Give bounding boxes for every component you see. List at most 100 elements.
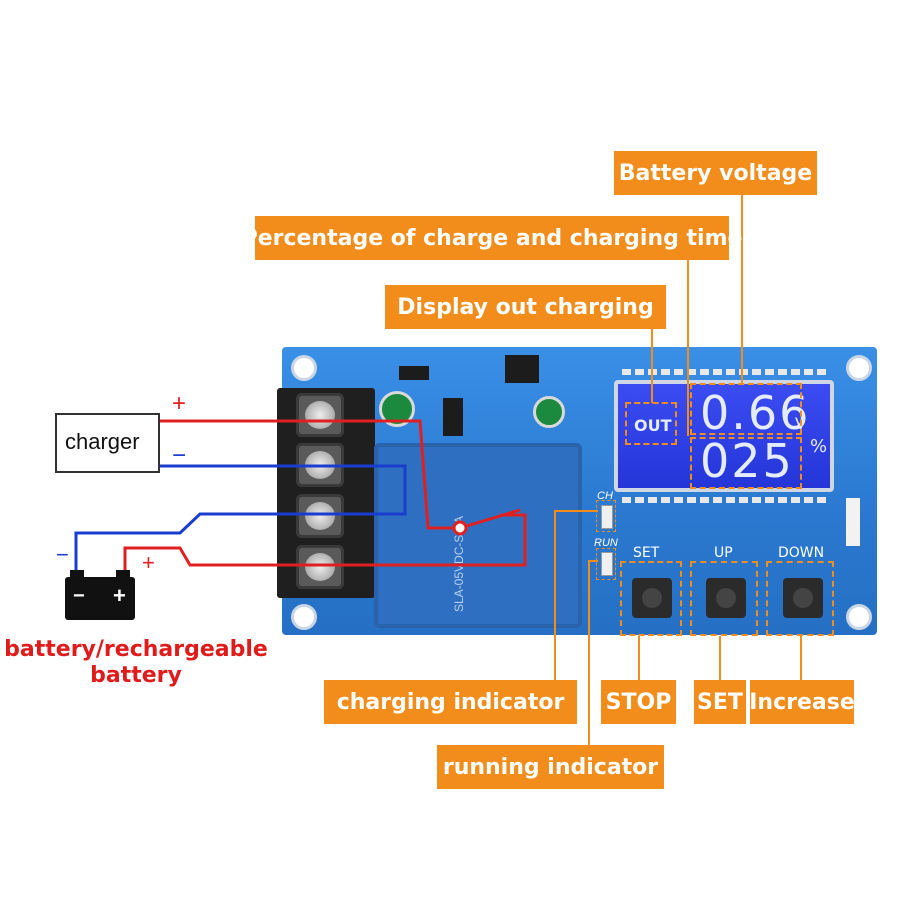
charger-label: charger bbox=[65, 429, 140, 454]
highlight-stop-button bbox=[620, 561, 682, 636]
set-button[interactable] bbox=[706, 578, 746, 618]
battery-minus-sign: − bbox=[56, 542, 69, 567]
stop-button[interactable] bbox=[632, 578, 672, 618]
lcd-pin bbox=[648, 497, 657, 503]
lcd-pin bbox=[687, 497, 696, 503]
battery-terminal-icon bbox=[70, 570, 84, 578]
leader-charging-indicator-h bbox=[554, 510, 598, 512]
mount-hole bbox=[846, 604, 872, 630]
lcd-pin bbox=[700, 497, 709, 503]
highlight-running-led bbox=[596, 548, 616, 580]
lcd-pin bbox=[713, 497, 722, 503]
lcd-pin bbox=[674, 497, 683, 503]
board-label-down: DOWN bbox=[778, 545, 825, 561]
leader-battery-voltage bbox=[741, 194, 743, 385]
highlight-set-button bbox=[690, 561, 758, 636]
callout-battery-voltage: Battery voltage bbox=[614, 151, 817, 195]
diode-d3 bbox=[399, 366, 429, 380]
lcd-pin bbox=[726, 497, 735, 503]
callout-display-out: Display out charging bbox=[385, 285, 666, 329]
white-header bbox=[846, 498, 860, 546]
leader-percentage bbox=[687, 259, 689, 436]
lcd-pin bbox=[804, 497, 813, 503]
capacitor bbox=[533, 396, 565, 428]
highlight-increase-button bbox=[766, 561, 834, 636]
leader-running-indicator-h bbox=[588, 560, 598, 562]
relay-contact bbox=[452, 520, 468, 536]
led-running bbox=[601, 552, 613, 576]
lcd-out-indicator: OUT bbox=[634, 416, 672, 435]
relay-contact-wire bbox=[123, 513, 527, 572]
lcd-voltage-readout: 0.66 bbox=[700, 386, 811, 440]
battery-terminal-icon bbox=[116, 570, 130, 578]
charger-plus-sign: + bbox=[172, 390, 187, 417]
lcd-pin bbox=[791, 497, 800, 503]
lcd-percent-readout: 025 bbox=[700, 434, 794, 488]
lcd-pin bbox=[622, 369, 631, 375]
mount-hole bbox=[291, 604, 317, 630]
highlight-voltage bbox=[690, 383, 802, 435]
leader-running-indicator bbox=[588, 560, 590, 745]
lcd-pin bbox=[778, 497, 787, 503]
lcd-pin bbox=[778, 369, 787, 375]
leader-display-out bbox=[651, 328, 653, 403]
callout-increase: Increase bbox=[749, 680, 855, 724]
screw-terminal bbox=[296, 393, 344, 437]
lcd-pin bbox=[635, 497, 644, 503]
board-label-run: RUN bbox=[594, 537, 618, 549]
lcd-pin bbox=[687, 369, 696, 375]
lcd-pin bbox=[713, 369, 722, 375]
chip-u2 bbox=[505, 355, 539, 383]
lcd-pin bbox=[739, 369, 748, 375]
callout-running-indicator: running indicator bbox=[437, 745, 664, 789]
lcd-pin bbox=[817, 497, 826, 503]
battery-icon-minus: − bbox=[73, 585, 85, 607]
led-charging bbox=[601, 505, 613, 529]
highlight-charging-led bbox=[596, 500, 616, 532]
lcd-pin bbox=[765, 369, 774, 375]
board-label-ch: CH bbox=[597, 490, 613, 502]
callout-set: SET bbox=[694, 680, 746, 724]
lcd-pin bbox=[739, 497, 748, 503]
lcd-pin bbox=[635, 369, 644, 375]
battery-caption-line2: battery bbox=[90, 663, 182, 688]
callout-charging-indicator: charging indicator bbox=[324, 680, 577, 724]
battery-caption-line1: battery/rechargeable bbox=[4, 637, 268, 662]
screw-terminal bbox=[296, 494, 344, 538]
lcd-pin bbox=[752, 497, 761, 503]
charger-minus-sign: − bbox=[172, 442, 187, 469]
battery-icon-plus: + bbox=[113, 583, 126, 608]
relay bbox=[374, 443, 582, 628]
lcd-pin bbox=[752, 369, 761, 375]
battery-caption: battery/rechargeable battery bbox=[0, 637, 272, 689]
charger-box bbox=[55, 413, 160, 473]
board-label-set: SET bbox=[633, 545, 660, 561]
screw-terminal bbox=[296, 545, 344, 589]
lcd-pin bbox=[804, 369, 813, 375]
charger-positive-wire bbox=[160, 419, 460, 530]
increase-button[interactable] bbox=[783, 578, 823, 618]
mount-hole bbox=[846, 355, 872, 381]
callout-percentage: Percentage of charge and charging time bbox=[242, 216, 742, 260]
lcd-pin bbox=[817, 369, 826, 375]
mount-hole bbox=[291, 355, 317, 381]
lcd-pin bbox=[700, 369, 709, 375]
lcd-pin bbox=[791, 369, 800, 375]
leader-increase bbox=[800, 636, 802, 682]
board-label-up: UP bbox=[714, 545, 733, 561]
lcd-pin bbox=[661, 497, 670, 503]
relay-switch-wire bbox=[459, 508, 521, 530]
battery-plus-sign: + bbox=[142, 550, 155, 575]
lcd-display bbox=[614, 380, 834, 492]
highlight-percent bbox=[690, 437, 802, 489]
lcd-pin bbox=[661, 369, 670, 375]
leader-set bbox=[719, 636, 721, 682]
callout-stop: STOP bbox=[601, 680, 676, 724]
leader-charging-indicator bbox=[554, 510, 556, 682]
highlight-out bbox=[625, 402, 677, 445]
lcd-pin bbox=[765, 497, 774, 503]
lcd-pin bbox=[674, 369, 683, 375]
battery-icon bbox=[65, 577, 135, 620]
charger-negative-wire bbox=[74, 464, 407, 572]
